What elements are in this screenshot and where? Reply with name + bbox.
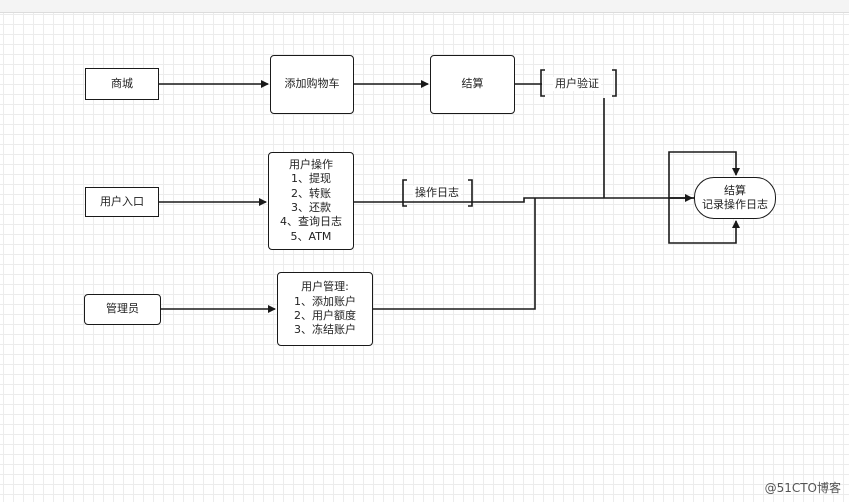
user-entry-label: 用户入口: [100, 194, 144, 208]
mall-node[interactable]: 商城: [85, 68, 159, 100]
bracket-verify-right: [612, 69, 617, 97]
checkout-node[interactable]: 结算: [430, 55, 515, 114]
bracket-verify-left: [540, 69, 545, 97]
user-ops-item-atm: 5、ATM: [290, 229, 332, 243]
watermark-text: @51CTO博客: [764, 481, 841, 495]
loop-back-bottom: [668, 197, 740, 244]
user-ops-item-repay: 3、还款: [291, 201, 331, 214]
user-ops-item-query-log: 4、查询日志: [280, 215, 342, 229]
editor-toolbar-strip: [0, 0, 849, 13]
user-ops-title: 用户操作: [289, 158, 333, 172]
admin-label: 管理员: [106, 302, 139, 316]
user-ops-item-withdraw: 1、提现: [291, 172, 331, 186]
user-verify-annotation: 用户验证: [553, 77, 601, 91]
add-to-cart-label: 添加购物车: [284, 77, 340, 91]
edge-ops-to-bus: [354, 194, 693, 203]
user-mgmt-title: 用户管理:: [301, 280, 349, 294]
user-mgmt-item-add-account: 1、添加账户: [294, 294, 356, 308]
admin-node[interactable]: 管理员: [84, 294, 161, 325]
final-checkout-title: 结算: [724, 183, 746, 197]
bracket-oplog-right: [468, 179, 473, 207]
add-to-cart-node[interactable]: 添加购物车: [270, 55, 354, 114]
user-management-node[interactable]: 用户管理: 1、添加账户 2、用户额度 3、冻结账户: [277, 272, 373, 346]
operation-log-annotation: 操作日志: [413, 186, 461, 200]
user-mgmt-item-quota: 2、用户额度: [294, 309, 356, 322]
user-ops-item-transfer: 2、转账: [291, 186, 331, 200]
mall-label: 商城: [111, 76, 133, 90]
user-operations-node[interactable]: 用户操作 1、提现 2、转账 3、还款 4、查询日志 5、ATM: [268, 152, 354, 250]
final-checkout-subtitle: 记录操作日志: [702, 198, 768, 211]
checkout-label: 结算: [461, 77, 484, 91]
final-checkout-node[interactable]: 结算 记录操作日志: [694, 177, 776, 219]
user-mgmt-item-freeze: 3、冻结账户: [294, 323, 356, 337]
bracket-oplog-left: [402, 179, 407, 207]
user-entry-node[interactable]: 用户入口: [85, 187, 159, 217]
edge-mgmt-to-bus: [373, 198, 536, 310]
